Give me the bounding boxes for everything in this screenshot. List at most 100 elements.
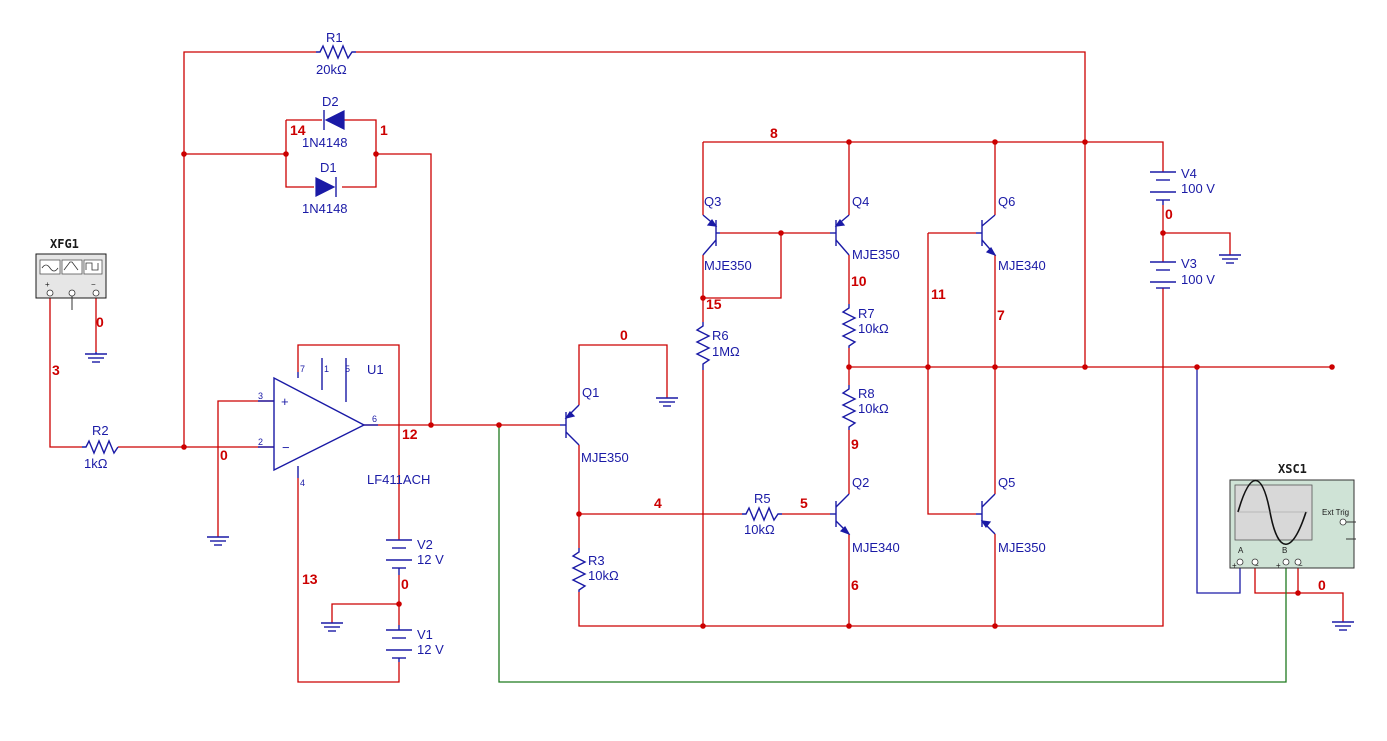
resistor-r2[interactable]: R2 1kΩ: [82, 423, 119, 471]
r6-value: 1MΩ: [712, 344, 740, 359]
xsc1-a-minus: −: [1254, 561, 1259, 570]
r5-name: R5: [754, 491, 771, 506]
ground-icon: [207, 536, 229, 546]
v3-name: V3: [1181, 256, 1197, 271]
q4-value: MJE350: [852, 247, 900, 262]
v2-value: 12 V: [417, 552, 444, 567]
r5-value: 10kΩ: [744, 522, 775, 537]
xfg1-minus-label: −: [91, 280, 96, 289]
u1-value: LF411ACH: [367, 472, 430, 487]
resistor-r6[interactable]: R6 1MΩ: [695, 322, 740, 370]
xfg1-plus-label: +: [45, 280, 50, 289]
v4-value: 100 V: [1181, 181, 1215, 196]
net-label-5: 5: [800, 495, 808, 511]
transistor-q5[interactable]: Q5 MJE350: [976, 475, 1046, 555]
xsc1-a-plus: +: [1232, 561, 1237, 570]
net-label-6: 6: [851, 577, 859, 593]
net-label-0: 0: [620, 327, 628, 343]
transistor-q1[interactable]: Q1 MJE350: [560, 385, 629, 465]
q3-value: MJE350: [704, 258, 752, 273]
net-labels: 14 1 0 3 0 12 13 0 0 4 5 8 15 10 9 6 11 …: [52, 122, 1326, 593]
q5-name: Q5: [998, 475, 1015, 490]
net-label-8: 8: [770, 125, 778, 141]
xsc1-b-plus: +: [1276, 561, 1281, 570]
net-label-7: 7: [997, 307, 1005, 323]
battery-v3[interactable]: V3 100 V: [1150, 256, 1215, 289]
net-label-0: 0: [96, 314, 104, 330]
r8-value: 10kΩ: [858, 401, 889, 416]
u1-pin-6: 6: [372, 414, 377, 424]
v1-name: V1: [417, 627, 433, 642]
net-label-1: 1: [380, 122, 388, 138]
q2-name: Q2: [852, 475, 869, 490]
battery-v1[interactable]: V1 12 V: [386, 625, 444, 662]
resistor-r3[interactable]: R3 10kΩ: [571, 548, 619, 592]
diode-d2[interactable]: D2 1N4148: [302, 94, 348, 150]
opamp-plus-sign: +: [281, 394, 289, 409]
transistor-q3[interactable]: Q3 MJE350: [702, 194, 752, 273]
ground-icon: [656, 397, 678, 407]
diode-d1[interactable]: D1 1N4148: [302, 160, 348, 216]
net-label-4: 4: [654, 495, 662, 511]
transistor-q2[interactable]: Q2 MJE340: [830, 475, 900, 555]
q1-name: Q1: [582, 385, 599, 400]
junctions: [181, 139, 1335, 629]
transistor-q6[interactable]: Q6 MJE340: [976, 194, 1046, 273]
battery-v2[interactable]: V2 12 V: [386, 537, 444, 575]
d1-value: 1N4148: [302, 201, 348, 216]
net-label-0: 0: [1165, 206, 1173, 222]
scope-channel-a-wire: [1196, 367, 1241, 594]
resistor-r7[interactable]: R7 10kΩ: [841, 304, 889, 348]
q5-value: MJE350: [998, 540, 1046, 555]
r2-name: R2: [92, 423, 109, 438]
v2-name: V2: [417, 537, 433, 552]
resistor-r5[interactable]: R5 10kΩ: [742, 491, 782, 537]
opamp-minus-sign: −: [282, 440, 290, 455]
q4-name: Q4: [852, 194, 869, 209]
square-wave-icon: [85, 262, 99, 271]
ground-icon: [85, 352, 107, 363]
net-label-9: 9: [851, 436, 859, 452]
u1-pin-2: 2: [258, 437, 263, 447]
r7-name: R7: [858, 306, 875, 321]
oscilloscope-xsc1[interactable]: XSC1 Ext Trig A B + − + −: [1229, 462, 1356, 570]
ground-icon: [1219, 254, 1241, 264]
xsc1-name: XSC1: [1278, 462, 1307, 476]
net-label-10: 10: [851, 273, 867, 289]
r6-name: R6: [712, 328, 729, 343]
q6-value: MJE340: [998, 258, 1046, 273]
ground-icon: [321, 622, 343, 632]
battery-v4[interactable]: V4 100 V: [1150, 166, 1215, 205]
u1-name: U1: [367, 362, 384, 377]
resistor-r8[interactable]: R8 10kΩ: [841, 385, 889, 430]
net-label-3: 3: [52, 362, 60, 378]
u1-pin-5: 5: [345, 364, 350, 374]
net-label-0: 0: [401, 576, 409, 592]
scope-channel-b-wire: [498, 425, 1287, 683]
v4-name: V4: [1181, 166, 1197, 181]
function-generator-xfg1[interactable]: XFG1 + −: [35, 237, 107, 310]
sine-wave-icon: [41, 264, 59, 272]
r8-name: R8: [858, 386, 875, 401]
u1-pin-4: 4: [300, 478, 305, 488]
r7-value: 10kΩ: [858, 321, 889, 336]
q6-name: Q6: [998, 194, 1015, 209]
r2-value: 1kΩ: [84, 456, 108, 471]
d2-value: 1N4148: [302, 135, 348, 150]
net-label-15: 15: [706, 296, 722, 312]
triangle-wave-icon: [63, 261, 79, 271]
net-label-14: 14: [290, 122, 306, 138]
xsc1-channel-a: A: [1238, 546, 1244, 555]
u1-pin-1: 1: [324, 364, 329, 374]
transistor-q4[interactable]: Q4 MJE350: [830, 194, 900, 262]
net-label-13: 13: [302, 571, 318, 587]
r1-value: 20kΩ: [316, 62, 347, 77]
wires: [49, 51, 1344, 683]
net-label-0: 0: [1318, 577, 1326, 593]
opamp-u1[interactable]: + − 7 1 5 3 2 6 4 U1 LF411ACH: [258, 358, 430, 488]
q3-name: Q3: [704, 194, 721, 209]
ground-symbols: [85, 254, 1354, 632]
resistor-r1[interactable]: R1 20kΩ: [316, 30, 356, 77]
u1-pin-7: 7: [300, 364, 305, 374]
